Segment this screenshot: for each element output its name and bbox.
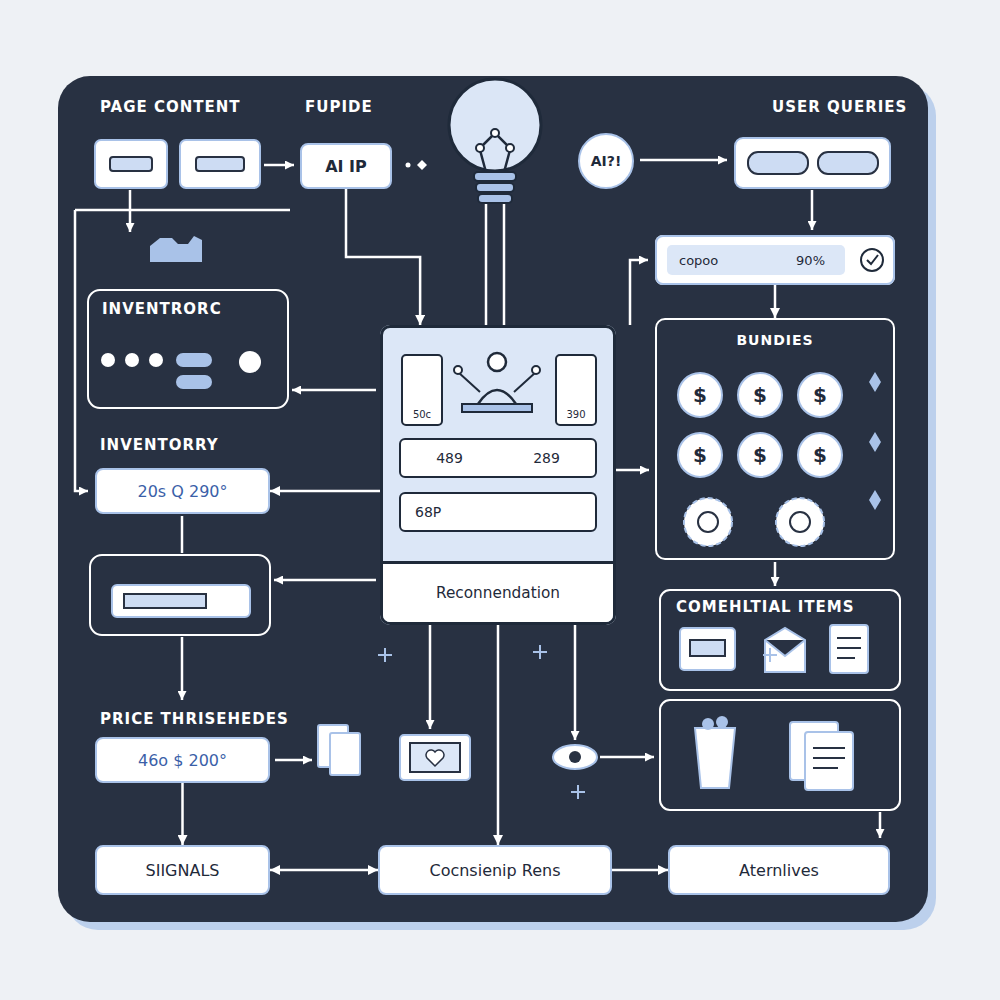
section-label: USER QUERIES — [772, 98, 907, 116]
price-box: 46o $ 200° — [95, 737, 270, 783]
section-label: PRICE THRISEHEDES — [100, 710, 289, 728]
section-label: INVENTRORC — [102, 300, 222, 318]
currency-symbol: $ — [753, 443, 767, 467]
node-text: AI IP — [325, 157, 367, 176]
flow-arrow — [270, 490, 380, 493]
flow-arrow — [497, 625, 500, 845]
process-box: Cocnsienip Rens — [378, 845, 612, 895]
node-text: Cocnsienip Rens — [429, 861, 560, 880]
coupon-bar: copoo 90% — [655, 235, 895, 285]
node-text: 390 — [566, 409, 585, 420]
node-text: 68P — [415, 504, 441, 520]
currency-symbol: $ — [813, 383, 827, 407]
process-box: Aternlives — [668, 845, 890, 895]
node-text: BUNDIES — [736, 332, 813, 348]
flow-arrow — [181, 783, 184, 845]
flow-arrow — [346, 189, 420, 325]
section-label: PAGE CONTENT — [100, 98, 241, 116]
node-text: AI?! — [591, 153, 622, 169]
flow-arrow — [612, 869, 668, 872]
node-text: 289 — [533, 450, 560, 466]
node-text: 46o $ 200° — [138, 751, 227, 770]
price-bar: 68P — [399, 492, 597, 532]
currency-symbol: $ — [693, 443, 707, 467]
process-box: SIIGNALS — [95, 845, 270, 895]
flow-arrow — [774, 285, 777, 318]
node-text: copoo — [679, 253, 718, 268]
ai-box: AI IP — [300, 143, 392, 189]
node-text: Reconnendation — [383, 561, 613, 622]
section-label: INVENTORRY — [100, 436, 219, 454]
price-bar: 489 289 — [399, 438, 597, 478]
recommendation-panel: Reconnendation 50c 390 489 289 68P — [380, 325, 616, 625]
inventory-box: 20s Q 290° — [95, 468, 270, 514]
product-card: 390 — [555, 354, 597, 426]
node-text: 90% — [796, 253, 825, 268]
node-text: 20s Q 290° — [138, 482, 228, 501]
bundles-panel: BUNDIES — [655, 318, 895, 560]
currency-symbol: $ — [693, 383, 707, 407]
product-card: 50c — [401, 354, 443, 426]
currency-symbol: $ — [753, 383, 767, 407]
flow-arrow — [270, 869, 378, 872]
currency-symbol: $ — [813, 443, 827, 467]
section-label: FUPIDE — [305, 98, 373, 116]
node-text: 489 — [436, 450, 463, 466]
node-text: SIIGNALS — [146, 861, 220, 880]
node-text: Aternlives — [739, 861, 819, 880]
node-text: 50c — [413, 409, 431, 420]
section-label: COMEHLTIAL ITEMS — [676, 598, 855, 616]
ai-circle: AI?! — [578, 133, 634, 189]
